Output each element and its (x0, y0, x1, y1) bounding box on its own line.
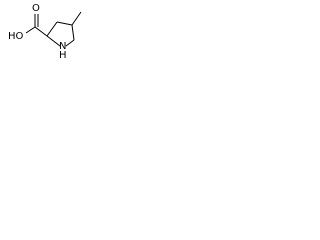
structure-diagram: O HO N H (0, 0, 94, 60)
bond-ring-c5-n (65, 39, 75, 47)
bond-c2-carboxyl (34, 26, 48, 37)
label-acid-oxygen: O (32, 3, 40, 14)
label-hydroxyl: HO (8, 31, 24, 42)
molecule-drawing: O HO N H (8, 3, 82, 60)
label-ring-nitrogen: N (59, 41, 66, 52)
bond-ring-n-c2 (46, 35, 61, 47)
bond-methyl (71, 11, 82, 26)
bond-ring-c2-c3 (46, 21, 58, 37)
bond-carboxyl-oh (25, 26, 36, 34)
label-ring-hydrogen: H (59, 50, 67, 60)
bond-ring-c3-c4 (56, 21, 73, 26)
bond-ring-c4-c5 (71, 24, 75, 41)
